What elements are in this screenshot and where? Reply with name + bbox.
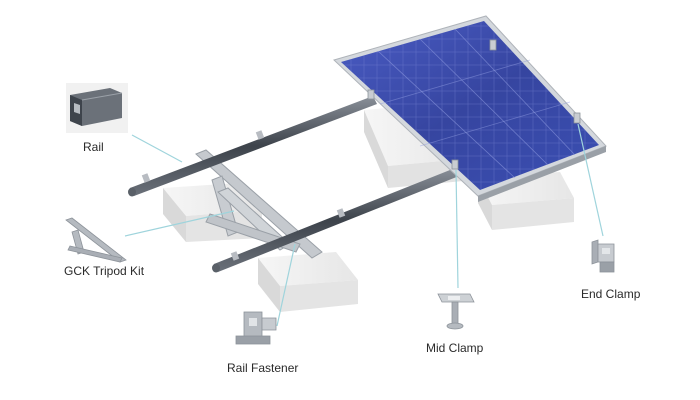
leader-lines (124, 123, 604, 327)
end-clamp-right (573, 112, 581, 124)
leader-line-tripod (124, 210, 235, 237)
rail-clamp-left (367, 89, 375, 100)
rail-fastener-label: Rail Fastener (227, 361, 299, 375)
leader-line-fastener (276, 243, 296, 327)
mid-clamp-label: Mid Clamp (426, 341, 484, 355)
tripod-kit-label: GCK Tripod Kit (64, 264, 145, 278)
rail-front (212, 168, 459, 273)
leader-line-end-clamp (577, 123, 604, 237)
leader-line-rail (131, 134, 183, 163)
solar-panel (333, 15, 607, 202)
mid-clamp-panel (451, 159, 459, 170)
rail-back (128, 96, 377, 197)
rail-profile-thumbnail (66, 83, 128, 133)
leader-line-mid-clamp (455, 169, 459, 289)
mid-clamp-thumbnail (437, 293, 475, 330)
end-clamp-label: End Clamp (581, 287, 641, 301)
end-clamp-thumbnail (591, 239, 615, 273)
end-clamp-top (489, 39, 497, 51)
rail-label: Rail (83, 140, 104, 154)
tripod-kit-thumbnail (65, 217, 127, 263)
concrete-block-front (258, 252, 358, 312)
rail-fastener-thumbnail (235, 311, 277, 345)
